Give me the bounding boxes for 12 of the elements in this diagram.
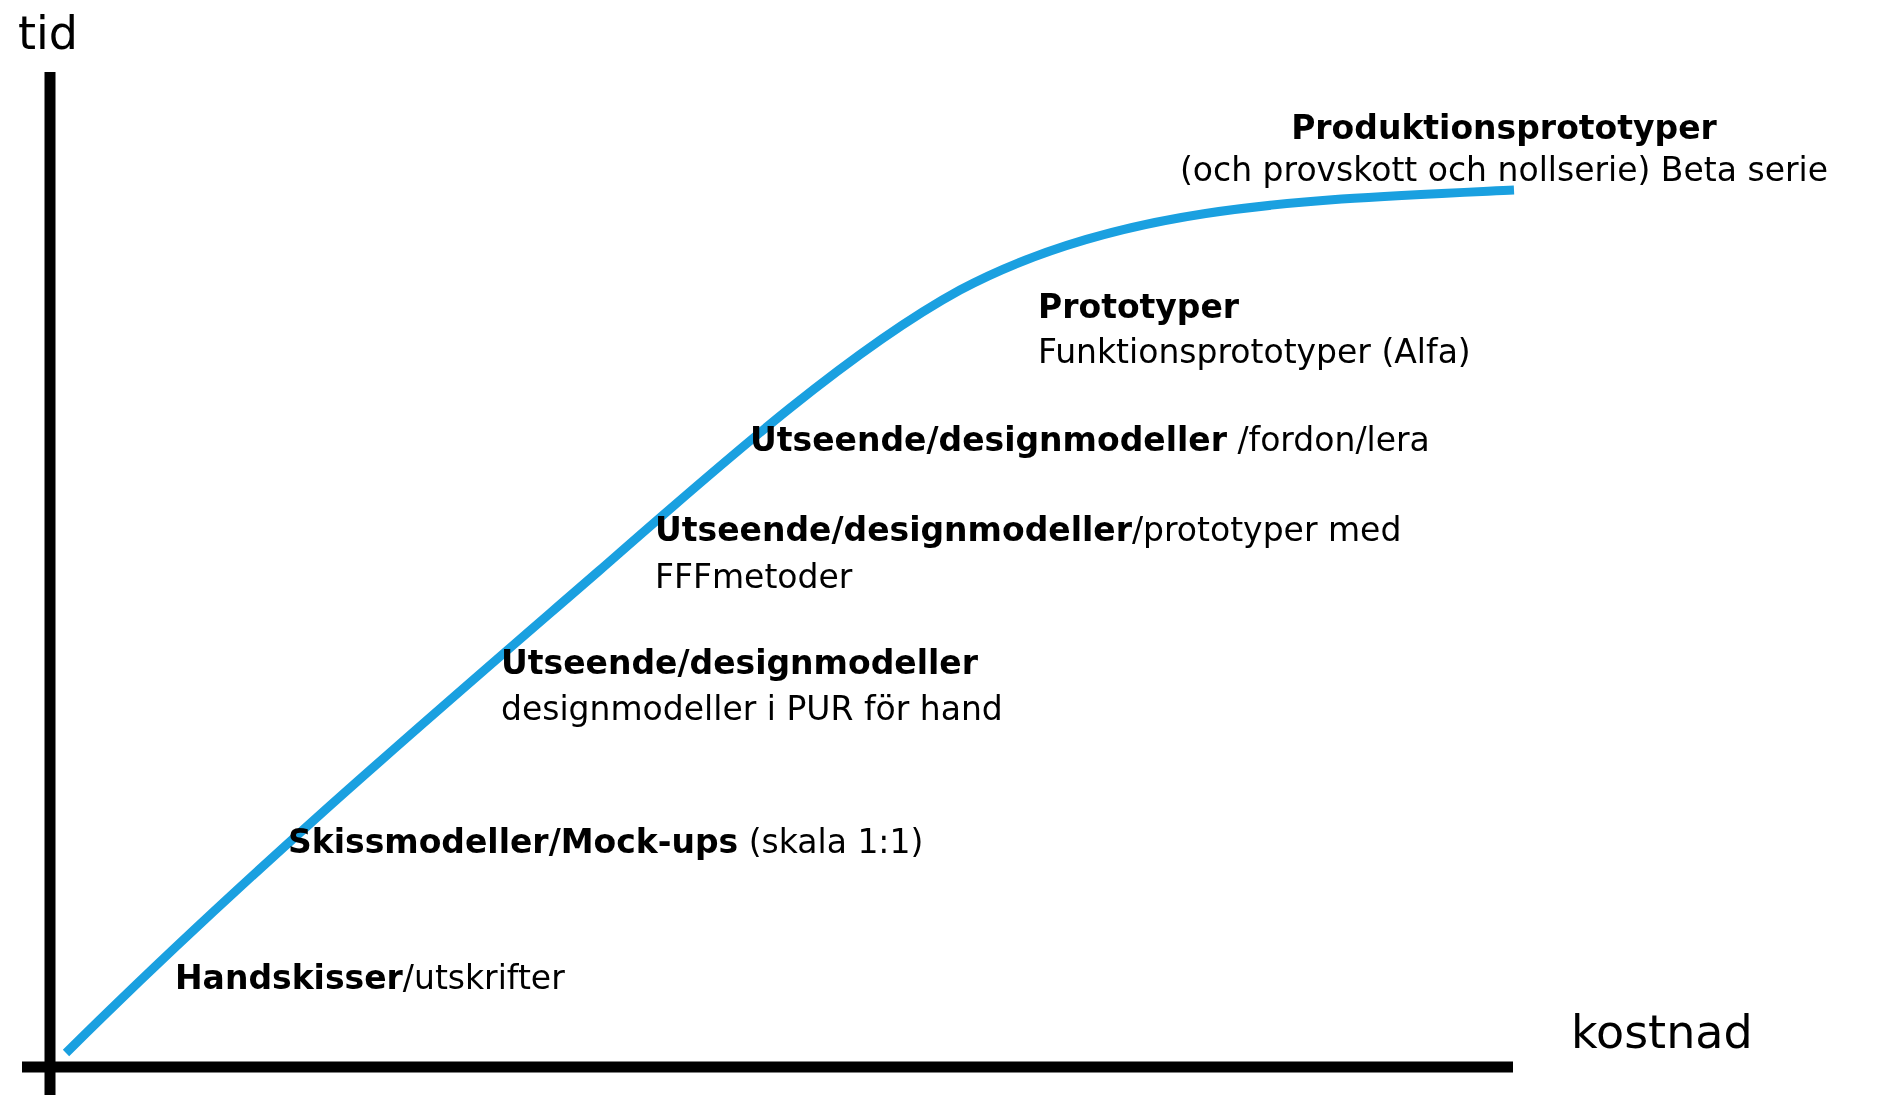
stage-heading: Produktionsprototyper (1290, 107, 1718, 149)
axis-title: tid (18, 6, 78, 60)
stage-heading: Prototyper (1038, 286, 1240, 328)
axis-title: kostnad (1571, 1005, 1753, 1059)
stage-heading: Utseende/designmodeller (501, 642, 978, 684)
stage-label: Skissmodeller/Mock-ups (skala 1:1) (288, 821, 924, 863)
stage-label: Utseende/designmodeller /fordon/lera (750, 419, 1430, 461)
stage-description: designmodeller i PUR för hand (501, 688, 1003, 730)
stage-label: Utseende/designmodeller/prototyper med FFFmetoder (655, 509, 1403, 598)
stage-description: Funktionsprototyper (Alfa) (1038, 331, 1471, 373)
stage-label: Handskisser/utskrifter (175, 957, 565, 999)
stage-description: (och provskott och nollserie) Beta serie (1179, 149, 1829, 191)
